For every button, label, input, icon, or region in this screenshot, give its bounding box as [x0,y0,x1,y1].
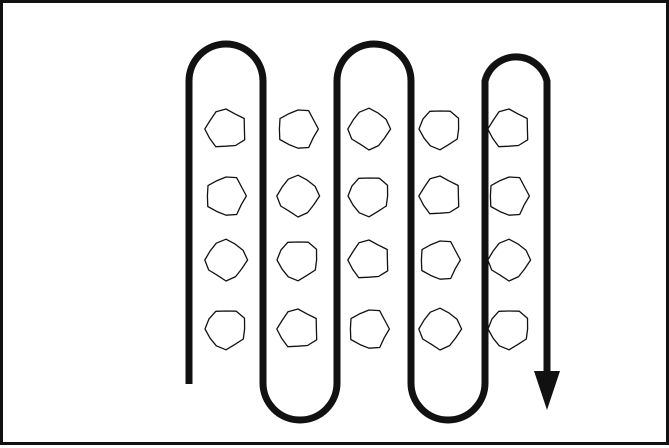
diagram-canvas [185,40,560,424]
rock-icon [276,308,318,348]
rock-icon [487,310,529,351]
rock-icon [418,175,460,215]
rock-icon [418,307,463,351]
rock-icon [349,309,391,349]
rock-icon [276,174,321,218]
rock-icon [276,241,318,282]
rock-icon [206,176,248,216]
rock-icon [347,239,389,279]
rock-icon [204,310,246,351]
rock-icon [204,108,246,148]
rock-icon [347,107,392,151]
rock-icon [347,177,389,218]
rock-icon [278,109,320,149]
rock-icon [487,108,529,148]
rock-icon [487,238,532,282]
rock-icon [420,240,462,280]
rock-icon [204,238,249,282]
rock-icon [418,110,460,151]
down-arrow-icon [534,371,560,410]
serpentine-path [185,40,551,424]
rock-icon [489,176,531,216]
rock-grid [204,107,532,351]
